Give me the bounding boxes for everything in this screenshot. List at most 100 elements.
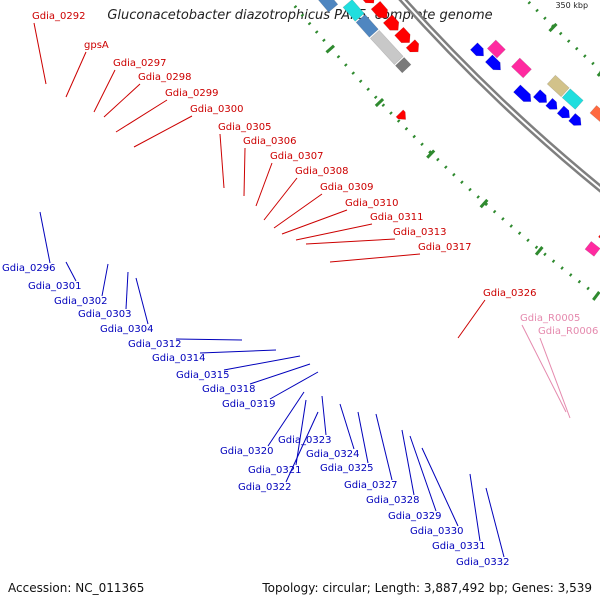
leader-gdia-0300 — [133, 115, 193, 148]
reverse-feature-13 — [545, 97, 558, 110]
forward-feature-22 — [405, 39, 420, 53]
forward-feature-18 — [362, 0, 375, 4]
forward-feature-24 — [584, 240, 600, 257]
backbone-inner — [401, 0, 600, 190]
gene-label-gdia-0325: Gdia_0325 — [320, 463, 373, 474]
scale-tick-outer — [426, 149, 436, 159]
forward-feature-20 — [382, 14, 400, 31]
leader-gdia-0306 — [243, 147, 246, 197]
leader-gdia-0301 — [65, 261, 77, 282]
gene-label-gdia-0317: Gdia_0317 — [418, 242, 471, 253]
leader-gdia-0297 — [93, 69, 116, 113]
gene-label-gdia-0309: Gdia_0309 — [320, 182, 373, 193]
gene-label-gdia-r0006: Gdia_R0006 — [538, 326, 598, 337]
gene-label-gpsa: gpsA — [84, 40, 109, 51]
leader-gdia-0309 — [273, 193, 323, 229]
leader-gdia-0323 — [321, 395, 327, 436]
scale-tick-outer — [592, 291, 600, 301]
gene-label-gdia-0298: Gdia_0298 — [138, 72, 191, 83]
forward-feature-13 — [342, 0, 365, 22]
leader-gdia-0331 — [469, 473, 481, 542]
gene-label-gdia-0304: Gdia_0304 — [100, 324, 153, 335]
leader-gdia-0313 — [305, 238, 396, 245]
gene-label-gdia-0318: Gdia_0318 — [202, 384, 255, 395]
gene-label-gdia-0319: Gdia_0319 — [222, 399, 275, 410]
map-title: Gluconacetobacter diazotrophicus PAI 5, … — [107, 8, 493, 23]
scale-tick — [596, 71, 600, 77]
gene-label-gdia-0297: Gdia_0297 — [113, 58, 166, 69]
accession-text: Accession: NC_011365 — [8, 581, 145, 595]
forward-feature-19 — [370, 0, 388, 19]
leader-gdia-0302 — [101, 263, 109, 297]
scale-tick — [548, 22, 558, 33]
forward-feature-12 — [318, 0, 339, 13]
gene-label-gdia-0321: Gdia_0321 — [248, 465, 301, 476]
leader-gdia-0325 — [357, 411, 369, 464]
gene-label-gdia-0329: Gdia_0329 — [388, 511, 441, 522]
reverse-feature-15 — [568, 112, 582, 126]
gene-label-gdia-0302: Gdia_0302 — [54, 296, 107, 307]
leader-gdia-0315 — [223, 355, 301, 371]
gene-label-gdia-0331: Gdia_0331 — [432, 541, 485, 552]
backbone — [398, 0, 600, 193]
gene-label-gdia-0308: Gdia_0308 — [295, 166, 348, 177]
gene-label-gdia-0314: Gdia_0314 — [152, 353, 205, 364]
forward-feature-14 — [355, 14, 379, 38]
leader-gdia-0312 — [175, 338, 243, 341]
gene-label-gdia-0311: Gdia_0311 — [370, 212, 423, 223]
scale-ticks — [287, 0, 600, 301]
leader-gdia-0322 — [285, 411, 319, 483]
leader-gdia-r0006 — [539, 337, 571, 419]
gene-label-gdia-0313: Gdia_0313 — [393, 227, 446, 238]
forward-feature-15 — [369, 29, 404, 65]
leader-gdia-0330 — [421, 447, 459, 527]
reverse-feature-12 — [532, 89, 548, 103]
leader-gdia-0329 — [409, 435, 437, 512]
scale-tick-outer — [479, 198, 489, 209]
leader-gdia-0328 — [401, 429, 415, 496]
gene-label-gdia-0299: Gdia_0299 — [165, 88, 218, 99]
reverse-feature-11 — [513, 84, 532, 102]
gene-label-gdia-0301: Gdia_0301 — [28, 281, 81, 292]
reverse-feature-14 — [556, 105, 570, 119]
leader-gdia-r0005 — [521, 324, 567, 413]
scale-labels: 325 kbp330 kbp335 kbp340 kbp345 kbp350 k… — [555, 1, 588, 10]
gene-label-gdia-0326: Gdia_0326 — [483, 288, 536, 299]
genome-summary: Topology: circular; Length: 3,887,492 bp… — [262, 581, 592, 595]
scale-label-350: 350 kbp — [555, 1, 588, 10]
gene-label-gdia-0322: Gdia_0322 — [238, 482, 291, 493]
gene-label-gdia-0305: Gdia_0305 — [218, 122, 271, 133]
leader-gdia-0314 — [199, 349, 277, 354]
gene-label-gdia-0332: Gdia_0332 — [456, 557, 509, 568]
gene-label-gdia-0330: Gdia_0330 — [410, 526, 463, 537]
leader-gdia-0311 — [295, 223, 373, 241]
scale-tick-outer — [325, 44, 335, 54]
gene-features — [318, 0, 600, 257]
leader-gdia-0319 — [269, 371, 319, 400]
reverse-feature-17 — [561, 88, 584, 110]
leader-gdia-0296 — [39, 211, 51, 264]
reverse-feature-9 — [484, 54, 501, 71]
gene-label-gdia-0327: Gdia_0327 — [344, 480, 397, 491]
gene-label-gdia-0315: Gdia_0315 — [176, 370, 229, 381]
leader-gdia-0320 — [267, 391, 305, 447]
leader-gdia-0305 — [219, 133, 225, 189]
leader-gdia-0292 — [33, 22, 47, 85]
leader-gdia-0326 — [457, 299, 486, 339]
forward-feature-21 — [394, 26, 411, 44]
reverse-feature-16 — [546, 74, 570, 98]
leader-gdia-0317 — [329, 253, 421, 263]
gene-labels: Gdia_0292 gpsA Gdia_0297Gdia_0298Gdia_0299… — [2, 11, 598, 568]
gene-label-gdia-0312: Gdia_0312 — [128, 339, 181, 350]
gene-label-gdia-0320: Gdia_0320 — [220, 446, 273, 457]
leader-gdia-0318 — [249, 363, 311, 385]
gene-label-gdia-0292: Gdia_0292 — [32, 11, 85, 22]
leader-gdia-0307 — [255, 162, 273, 207]
gene-label-gdia-0307: Gdia_0307 — [270, 151, 323, 162]
gene-label-gdia-0300: Gdia_0300 — [190, 104, 243, 115]
gene-label-gdia-0324: Gdia_0324 — [306, 449, 359, 460]
leader-gdia-0324 — [339, 403, 355, 450]
leader-gdia-0303 — [125, 271, 129, 310]
reverse-feature-10 — [511, 57, 532, 79]
gene-label-gdia-0310: Gdia_0310 — [345, 198, 398, 209]
